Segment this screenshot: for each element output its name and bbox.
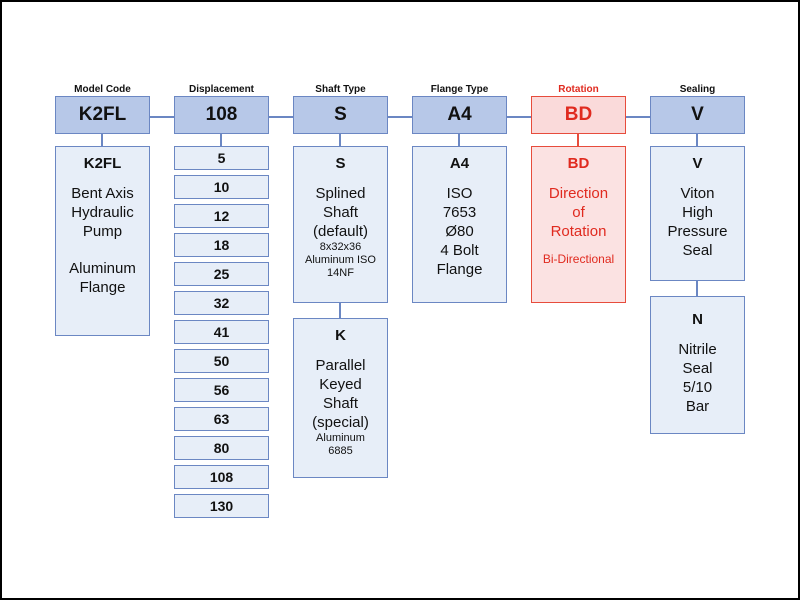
model-line-1: Bent Axis	[71, 185, 134, 202]
model-line-2: Hydraulic	[71, 204, 134, 221]
shaft-k-small-2: 6885	[328, 445, 353, 457]
connector-model	[101, 134, 103, 146]
connector-rotation	[577, 134, 579, 146]
shaft-k-line-4: (special)	[312, 414, 369, 431]
seal-n-line-1: Nitrile	[678, 341, 717, 358]
connector-shaft	[339, 134, 341, 146]
code-box-rotation: BD	[531, 96, 626, 134]
displacement-item: 41	[174, 320, 269, 344]
displacement-item: 108	[174, 465, 269, 489]
header-model-code: Model Code	[74, 84, 131, 95]
shaft-s-line-1: Splined	[315, 185, 366, 202]
rotation-small-1: Bi-Directional	[542, 252, 615, 266]
header-sealing: Sealing	[679, 84, 716, 95]
connector-shaft-k	[339, 303, 341, 318]
displacement-item: 130	[174, 494, 269, 518]
rotation-line-3: Rotation	[550, 223, 607, 240]
rotation-code-label: BD	[567, 155, 590, 172]
flange-line-5: Flange	[436, 261, 483, 278]
shaft-k-description: K Parallel Keyed Shaft (special) Aluminu…	[293, 318, 388, 478]
model-description: K2FL Bent Axis Hydraulic Pump Aluminum F…	[55, 146, 150, 336]
code-box-displacement: 108	[174, 96, 269, 134]
connector-flange	[458, 134, 460, 146]
shaft-s-description: S Splined Shaft (default) 8x32x36 Alumin…	[293, 146, 388, 303]
flange-line-4: 4 Bolt	[440, 242, 479, 259]
code-box-model: K2FL	[55, 96, 150, 134]
code-box-flange: A4	[412, 96, 507, 134]
seal-v-description: V Viton High Pressure Seal	[650, 146, 745, 281]
displacement-item: 18	[174, 233, 269, 257]
seal-v-line-2: High	[682, 204, 713, 221]
flange-description: A4 ISO 7653 Ø80 4 Bolt Flange	[412, 146, 507, 303]
seal-n-code-label: N	[692, 311, 703, 328]
flange-code-label: A4	[449, 155, 470, 172]
flange-line-1: ISO	[446, 185, 473, 202]
code-connector-line	[100, 116, 700, 118]
code-box-sealing: V	[650, 96, 745, 134]
displacement-item: 25	[174, 262, 269, 286]
displacement-item: 12	[174, 204, 269, 228]
flange-line-2: 7653	[442, 204, 477, 221]
seal-n-description: N Nitrile Seal 5/10 Bar	[650, 296, 745, 434]
displacement-item: 80	[174, 436, 269, 460]
header-displacement: Displacement	[188, 84, 255, 95]
displacement-item: 63	[174, 407, 269, 431]
flange-line-3: Ø80	[445, 223, 474, 240]
rotation-line-1: Direction	[548, 185, 609, 202]
model-line-3: Pump	[82, 223, 123, 240]
displacement-item: 32	[174, 291, 269, 315]
header-shaft-type: Shaft Type	[315, 84, 366, 95]
displacement-item: 10	[174, 175, 269, 199]
rotation-line-2: of	[572, 204, 585, 221]
seal-v-line-3: Pressure	[667, 223, 728, 240]
seal-n-line-2: Seal	[682, 360, 713, 377]
shaft-k-line-1: Parallel	[315, 357, 366, 374]
code-box-shaft: S	[293, 96, 388, 134]
shaft-s-small-1: 8x32x36	[319, 241, 362, 253]
displacement-item: 5	[174, 146, 269, 170]
seal-n-line-3: 5/10	[682, 379, 713, 396]
shaft-s-line-3: (default)	[312, 223, 369, 240]
model-line-4: Aluminum	[69, 260, 136, 277]
seal-v-code-label: V	[692, 155, 703, 172]
header-flange-type: Flange Type	[430, 84, 489, 95]
model-line-5: Flange	[79, 279, 126, 296]
connector-seal-n	[696, 281, 698, 296]
connector-sealing	[696, 134, 698, 146]
shaft-s-code-label: S	[335, 155, 346, 172]
shaft-s-small-2: Aluminum ISO	[305, 254, 376, 266]
seal-v-line-1: Viton	[680, 185, 715, 202]
shaft-k-small-1: Aluminum	[316, 432, 365, 444]
shaft-k-line-2: Keyed	[319, 376, 362, 393]
displacement-item: 56	[174, 378, 269, 402]
displacement-item: 50	[174, 349, 269, 373]
shaft-k-code-label: K	[335, 327, 346, 344]
seal-n-line-4: Bar	[685, 398, 710, 415]
header-rotation: Rotation	[558, 84, 599, 95]
rotation-description: BD Direction of Rotation Bi-Directional	[531, 146, 626, 303]
shaft-k-line-3: Shaft	[322, 395, 359, 412]
seal-v-line-4: Seal	[682, 242, 713, 259]
shaft-s-line-2: Shaft	[322, 204, 359, 221]
connector-displacement	[220, 134, 222, 146]
model-code-label: K2FL	[83, 155, 122, 172]
shaft-s-small-3: 14NF	[327, 267, 354, 279]
displacement-list: 5 10 12 18 25 32 41 50 56 63 80 108 130	[174, 146, 269, 518]
